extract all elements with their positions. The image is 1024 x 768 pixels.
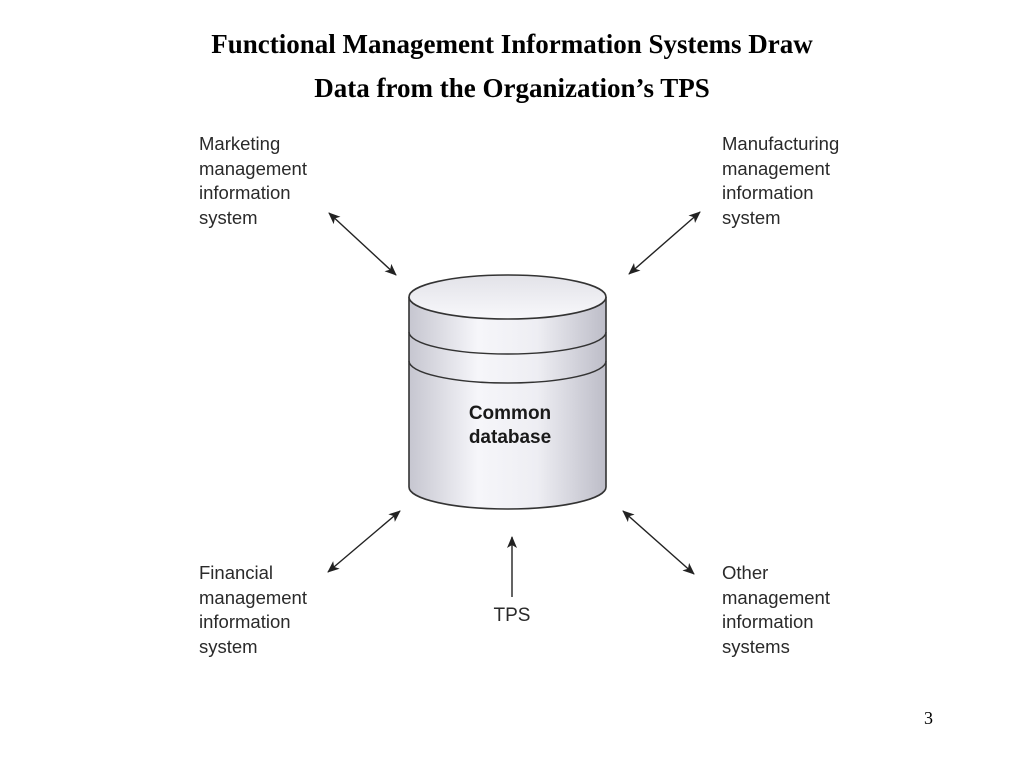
manufacturing-mis-label: Manufacturing management information sys… [722, 132, 839, 230]
database-label-line-1: Common [468, 403, 552, 424]
other-label-line-4: systems [722, 635, 790, 657]
other-arrow [622, 510, 695, 575]
manufacturing-label-line-4: system [722, 206, 781, 228]
slide-title: Functional Management Information System… [0, 22, 1024, 110]
slide-title-line-1: Functional Management Information System… [211, 29, 813, 59]
financial-label-line-2: management [199, 586, 307, 608]
manufacturing-label-line-3: information [722, 182, 814, 203]
financial-mis-label: Financial management information system [199, 561, 307, 659]
marketing-mis-label: Marketing management information system [199, 132, 307, 230]
manufacturing-arrow [628, 211, 701, 275]
marketing-label-line-2: management [199, 157, 307, 179]
database-top [408, 274, 607, 320]
database-cylinder-body [408, 297, 607, 510]
other-mis-label: Other management information systems [722, 561, 830, 659]
financial-arrow [327, 510, 401, 573]
manufacturing-label-line-2: management [722, 157, 830, 179]
database-label: Common database [430, 402, 590, 450]
marketing-label-line-3: information [199, 182, 291, 203]
tps-label: TPS [493, 605, 531, 626]
database-label-line-2: database [468, 427, 552, 448]
financial-label-line-3: information [199, 611, 291, 632]
marketing-label-line-1: Marketing [199, 133, 281, 154]
database-ring-1 [408, 331, 607, 355]
manufacturing-label-line-1: Manufacturing [722, 133, 840, 154]
marketing-arrow [328, 212, 397, 276]
page-number: 3 [924, 708, 933, 728]
marketing-label-line-4: system [199, 206, 258, 228]
other-label-line-1: Other [722, 562, 769, 583]
other-label-line-3: information [722, 611, 814, 632]
database-ring-2 [408, 360, 607, 384]
other-label-line-2: management [722, 586, 830, 608]
database-cylinder-icon [408, 274, 607, 510]
financial-label-line-4: system [199, 635, 258, 657]
financial-label-line-1: Financial [199, 562, 274, 583]
slide-title-line-2: Data from the Organization’s TPS [314, 73, 710, 103]
